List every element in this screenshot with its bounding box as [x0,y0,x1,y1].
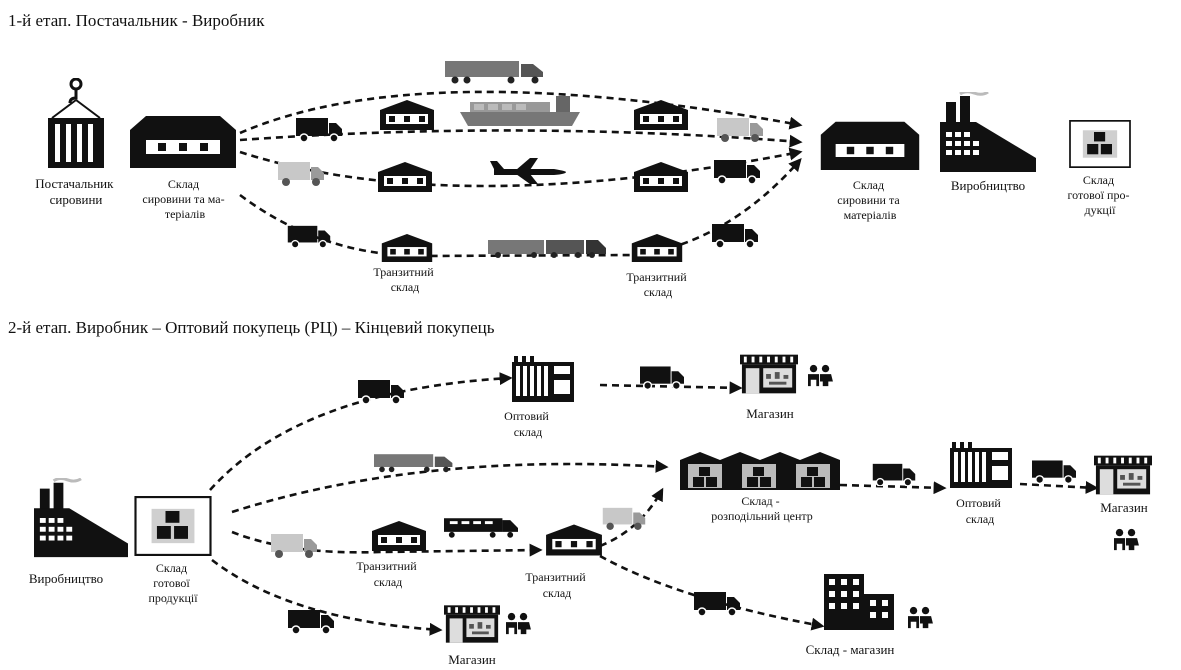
semi-truck-icon [445,61,543,84]
truck-icon [712,223,758,248]
truck-icon [872,463,916,486]
route-transit-to-store-warehouse [599,554,825,631]
wholesale-warehouse-icon [950,442,1012,488]
truck-icon [694,591,740,616]
truck-icon [271,534,317,558]
truck-icon [278,162,324,186]
transit-warehouse-label: Транзитний склад [373,265,436,294]
producer-warehouse-icon [820,121,920,170]
warehouse-icon [372,521,426,551]
people-icon [506,612,531,635]
factory-icon [34,478,128,558]
warehouse-icon [634,162,688,192]
truck-icon [714,159,760,184]
route-to-wholesale-top [209,372,513,491]
train-icon [444,518,518,538]
shop-label: Магазин [448,652,496,667]
supplier-warehouse-icon [130,116,236,168]
wholesale-warehouse-label: Оптовий склад [956,496,1004,526]
route-wholesale-to-shop [1019,480,1099,494]
production-label: Виробництво [951,178,1025,193]
shop-label: Магазин [746,406,794,421]
route-wholesale-to-shop [599,381,743,395]
supplier-warehouse-label: Склад сировини та ма- теріалів [142,177,227,221]
transit-warehouse-label: Транзитний склад [626,270,689,299]
truck-icon [358,379,404,404]
shop-icon [1094,455,1152,495]
route-to-transit [231,530,543,557]
distribution-center-icon [680,452,840,490]
production-label: Виробництво [29,571,103,586]
distribution-center-label: Склад - розподільний центр [711,494,813,523]
factory-icon [940,92,1036,172]
transit-warehouse-label: Транзитний склад [356,559,419,589]
people-icon [1114,528,1139,551]
warehouse-icon [631,234,683,262]
truck-icon [296,117,342,142]
stage2-routes [209,372,1099,636]
shop-icon [444,605,500,643]
warehouse-icon [378,162,432,192]
truck-icon [287,225,331,248]
wholesale-warehouse-icon [512,356,574,402]
warehouse-icon [381,234,433,262]
container-crane-icon [46,78,106,168]
stage1-title: 1-й етап. Постачальник - Виробник [8,11,265,30]
boxes-icon [134,496,212,556]
truck-icon [717,118,763,142]
wholesale-warehouse-label: Оптовий склад [504,409,552,439]
shop-icon [740,354,798,394]
airplane-icon [490,158,566,184]
stage2-title: 2-й етап. Виробник – Оптовий покупець (Р… [8,318,495,337]
truck-icon [602,507,646,530]
finished-goods-label: Склад готової продукції [148,561,198,605]
finished-goods-label: Склад готової про- дукції [1068,173,1133,217]
people-icon [908,606,933,629]
people-icon [808,364,833,387]
warehouse-icon [634,100,688,130]
warehouse-icon [380,100,434,130]
transit-warehouse-label: Транзитний склад [525,570,588,600]
route-to-shop-bottom [211,558,443,636]
producer-warehouse-label: Склад сировини та матеріалів [837,178,902,222]
shop-label: Магазин [1100,500,1148,515]
office-building-icon [824,574,894,630]
warehouse-icon [546,524,602,556]
boxes-icon [1069,120,1131,168]
cargo-ship-icon [460,96,580,126]
route-dc-to-wholesale [839,481,947,495]
supplier-label: Постачальник сировини [35,176,116,207]
store-warehouse-label: Склад - магазин [806,642,895,657]
route-to-distribution-center [231,459,669,514]
semi-truck-icon [374,454,453,473]
truck-icon [1032,459,1076,484]
truck-icon [288,609,334,634]
